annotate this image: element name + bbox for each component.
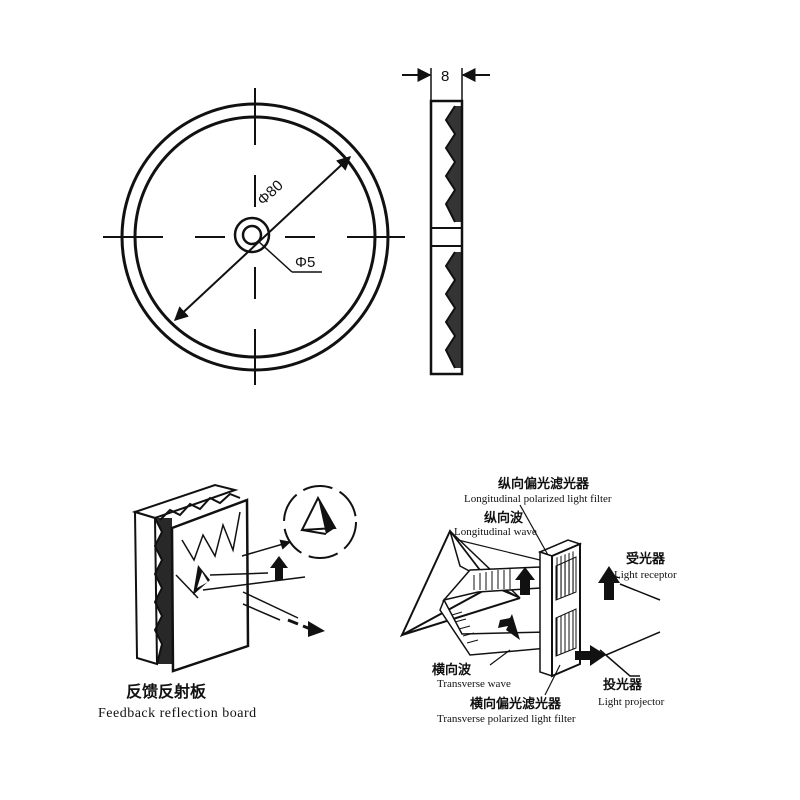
hole-diameter-label: Φ5 (295, 254, 315, 271)
projector-label-cn: 投光器 (603, 677, 643, 693)
disc-front-view (103, 88, 405, 385)
projector-label-en: Light projector (598, 696, 665, 708)
long-filter-label-cn: 纵向偏光滤光器 (498, 476, 590, 492)
long-filter-label-en: Longitudinal polarized light filter (464, 493, 612, 505)
outer-diameter-label: Φ80 (254, 177, 287, 209)
polarized-light-illustration (399, 504, 661, 696)
thickness-label: 8 (441, 68, 449, 85)
receptor-label-en: Light receptor (614, 569, 677, 581)
disc-side-view (402, 68, 490, 376)
trans-filter-label-en: Transverse polarized light filter (437, 713, 576, 725)
long-wave-label-en: Longitudinal wave (454, 526, 537, 538)
reflection-board-illustration (131, 483, 357, 673)
reflection-board-label-cn: 反馈反射板 (126, 682, 207, 701)
long-wave-label-cn: 纵向波 (484, 510, 524, 526)
trans-wave-label-en: Transverse wave (437, 678, 511, 690)
receptor-label-cn: 受光器 (626, 551, 666, 567)
trans-wave-label-cn: 横向波 (432, 662, 472, 678)
trans-filter-label-cn: 横向偏光滤光器 (470, 696, 562, 712)
reflection-board-label-en: Feedback reflection board (98, 706, 257, 721)
